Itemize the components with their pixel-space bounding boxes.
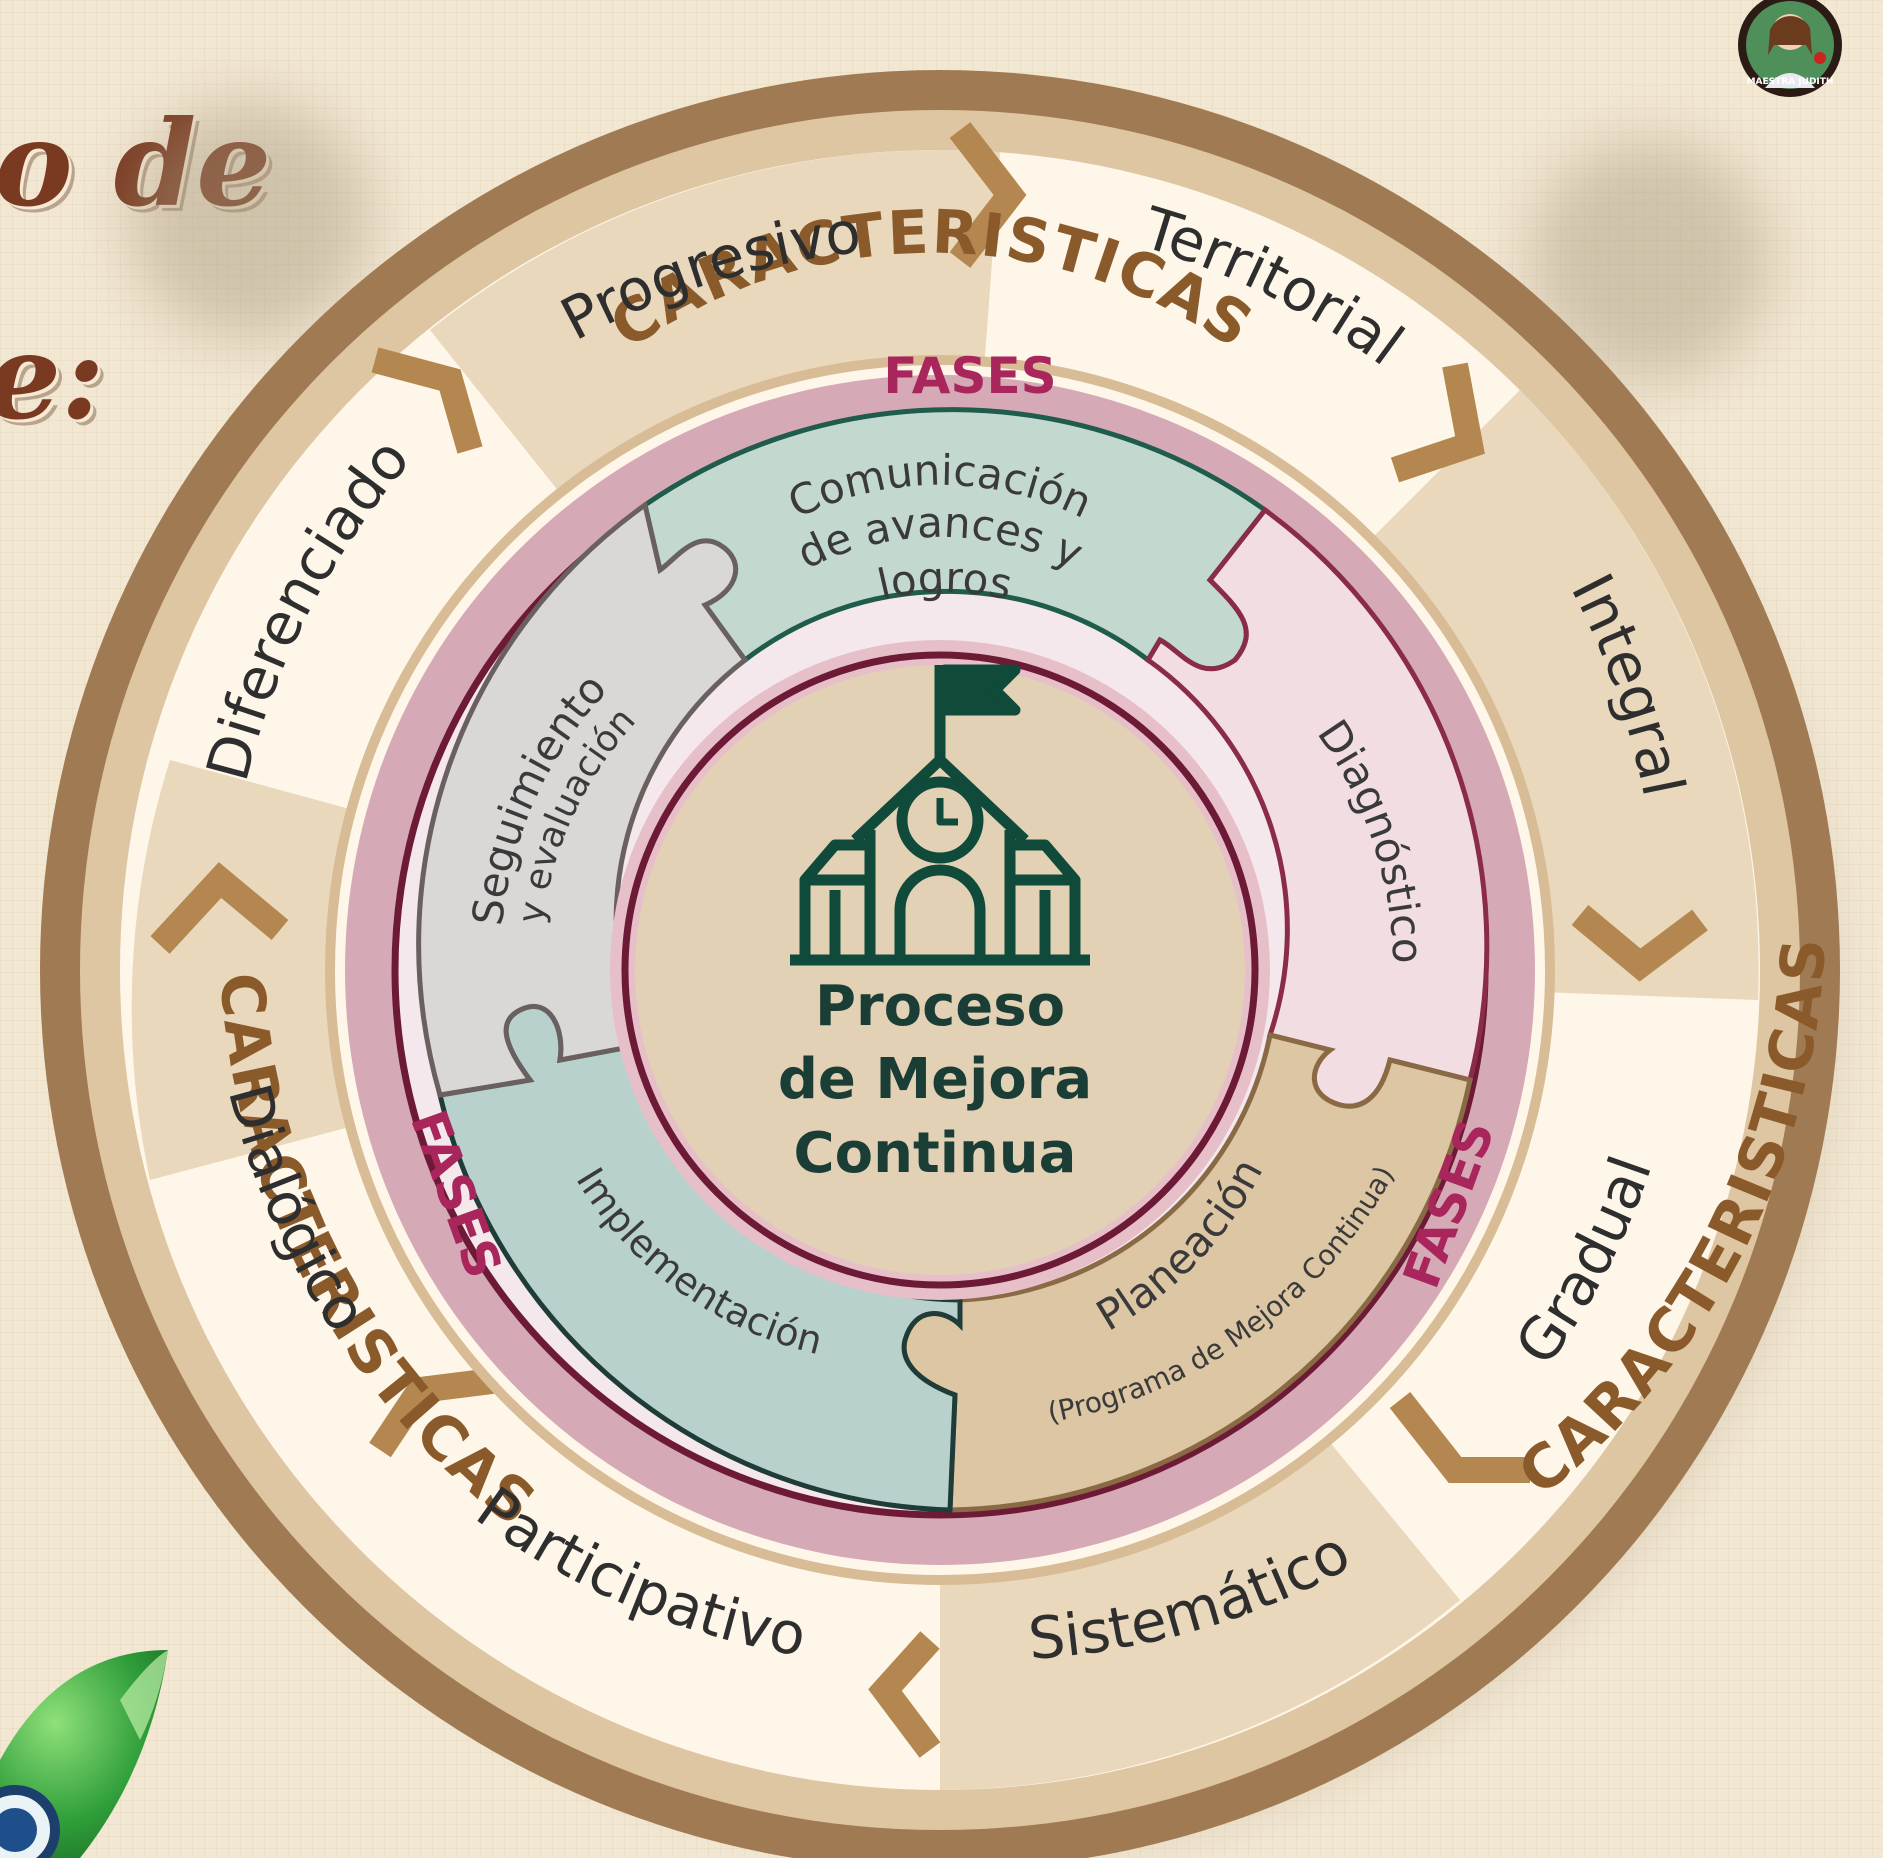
teacher-hair: [1768, 16, 1812, 55]
piece-seguimiento: [416, 500, 749, 1098]
badge-text: MAESTRA JUDITH: [1747, 77, 1834, 87]
center-ring-line: [621, 651, 1259, 1289]
page-heading-line2: e:: [0, 307, 105, 446]
center-title-line2: de Mejora: [778, 1047, 1092, 1112]
center-title-line1: Proceso: [815, 974, 1065, 1039]
phases-heading-top: FASES: [883, 347, 1056, 405]
phase-pieces: [416, 407, 1490, 1513]
rocket-illustration: [0, 1650, 168, 1858]
school-icon: [790, 664, 1090, 966]
center-disk: [635, 665, 1245, 1275]
center-title: Proceso de Mejora Continua: [778, 974, 1092, 1186]
center-title-line3: Continua: [794, 1121, 1077, 1186]
teacher-badge: MAESTRA JUDITH: [1738, 0, 1842, 97]
chevron-arrows: [150, 122, 1708, 1758]
